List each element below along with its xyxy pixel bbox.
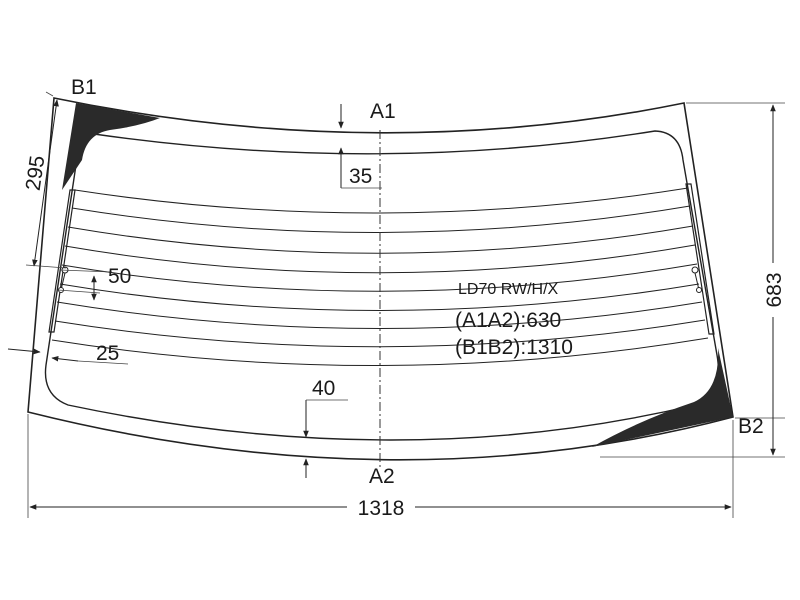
label-a2: A2 xyxy=(369,465,395,488)
ceramic-corner-bottom-right xyxy=(592,348,733,447)
height-dimension-label: 683 xyxy=(763,272,786,307)
bottom-gap-label: 40 xyxy=(312,377,335,400)
label-a1: A1 xyxy=(370,100,396,123)
model-code: LD70 RW/H/X xyxy=(458,281,559,298)
bus-bar-right xyxy=(685,183,715,335)
terminal-right xyxy=(691,266,702,293)
heater-gap-label: 50 xyxy=(108,265,131,288)
inner-band-outline xyxy=(44,130,720,441)
ceramic-corner-top-left xyxy=(62,103,160,190)
spec-a1a2: (A1A2):630 xyxy=(455,309,561,332)
top-gap-label: 35 xyxy=(349,165,372,188)
label-b1: B1 xyxy=(71,76,97,99)
side-gap-leader xyxy=(77,360,129,365)
side-gap-label: 25 xyxy=(96,342,119,365)
bus-bar-left xyxy=(48,189,76,333)
width-dimension-label: 1318 xyxy=(358,497,405,520)
label-b2: B2 xyxy=(738,415,764,438)
top-left-dimension-line xyxy=(32,99,59,267)
top-left-dimension-label: 295 xyxy=(22,154,50,192)
spec-b1b2: (B1B2):1310 xyxy=(455,336,573,359)
glass-outline xyxy=(27,97,734,461)
